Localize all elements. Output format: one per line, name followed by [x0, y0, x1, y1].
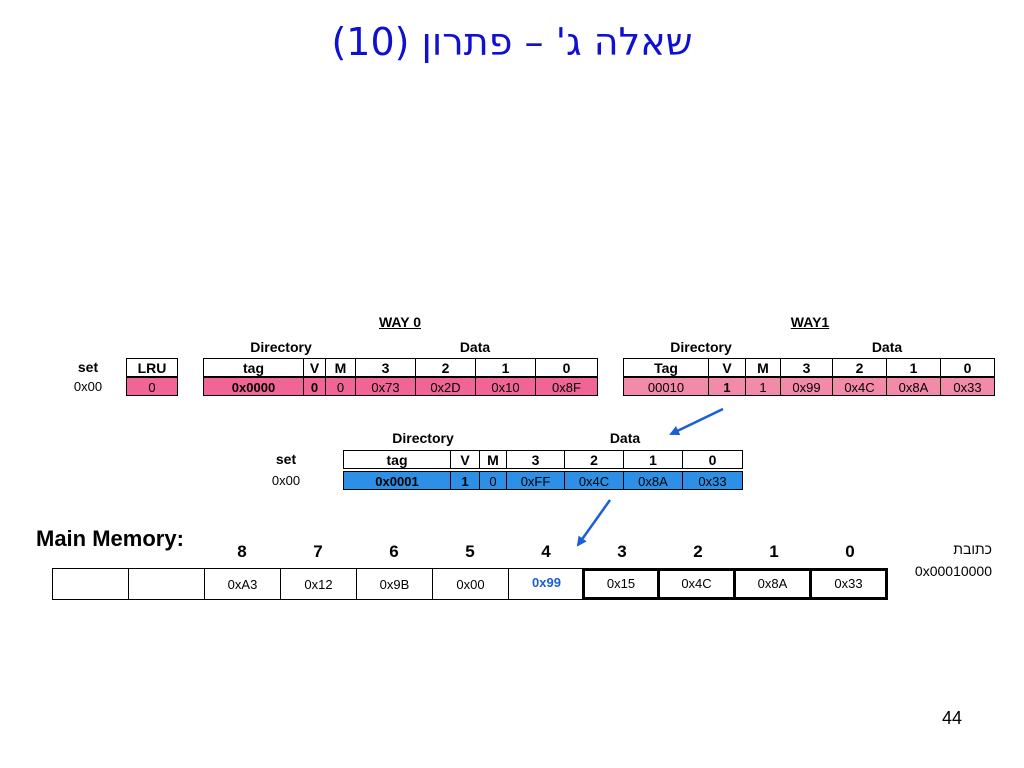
way0-label: WAY 0: [378, 314, 422, 330]
main-memory-label: Main Memory:: [36, 526, 184, 551]
way0-header-0: 0: [535, 358, 598, 377]
way1-valid: 1: [708, 377, 746, 396]
memory-header-8: 8: [237, 542, 247, 561]
memory-cell-6: 0x9B: [356, 568, 433, 600]
memory-header-4: 4: [541, 542, 551, 561]
way0-byte-1: 0x10: [475, 377, 536, 396]
lru-header: LRU: [126, 358, 178, 377]
newline-header-0: 0: [682, 450, 743, 469]
memory-cell-8: 0xA3: [204, 568, 281, 600]
way1-header-0: 0: [940, 358, 995, 377]
address-value: 0x00010000: [914, 563, 992, 579]
address-label: כתובת: [953, 541, 992, 557]
way1-byte-3: 0x99: [780, 377, 833, 396]
way0-tag: 0x0000: [203, 377, 304, 396]
memory-cell-2: 0x4C: [657, 568, 736, 600]
newline-byte-0: 0x33: [682, 471, 743, 490]
way1-directory-label: Directory: [670, 339, 732, 355]
newline-byte-1: 0x8A: [623, 471, 683, 490]
way1-byte-1: 0x8A: [886, 377, 941, 396]
memory-cell-empty-2: [128, 568, 205, 600]
way0-valid: 0: [303, 377, 326, 396]
way1-tag: 00010: [623, 377, 709, 396]
memory-cell-4: 0x99: [508, 568, 585, 600]
slide-title: שאלה ג' – פתרון (10): [331, 20, 693, 64]
way1-byte-0: 0x33: [940, 377, 995, 396]
newline-directory-label: Directory: [392, 430, 454, 446]
set-value: 0x00: [73, 379, 103, 394]
way0-byte-3: 0x73: [355, 377, 416, 396]
memory-header-1: 1: [769, 542, 779, 561]
memory-cell-5: 0x00: [432, 568, 509, 600]
memory-cell-empty-1: [52, 568, 129, 600]
newline-valid: 1: [450, 471, 480, 490]
set-header: set: [77, 359, 99, 375]
way0-byte-2: 0x2D: [415, 377, 476, 396]
newline-tag: 0x0001: [343, 471, 451, 490]
newline-set-header: set: [275, 451, 297, 467]
newline-byte-2: 0x4C: [564, 471, 624, 490]
lru-value: 0: [126, 377, 178, 396]
way1-label: WAY1: [790, 314, 830, 330]
newline-byte-3: 0xFF: [506, 471, 565, 490]
memory-cell-0: 0x33: [809, 568, 888, 600]
memory-cell-1: 0x8A: [733, 568, 812, 600]
memory-header-0: 0: [845, 542, 855, 561]
way0-directory-label: Directory: [250, 339, 312, 355]
way0-byte-0: 0x8F: [535, 377, 598, 396]
memory-cell-3: 0x15: [582, 568, 660, 600]
memory-header-7: 7: [313, 542, 323, 561]
memory-header-6: 6: [389, 542, 399, 561]
memory-cell-7: 0x12: [280, 568, 357, 600]
way1-data-label: Data: [871, 339, 903, 355]
page-number: 44: [941, 708, 962, 728]
way1-byte-2: 0x4C: [832, 377, 887, 396]
arrow-way1-to-newline: [669, 407, 724, 436]
memory-header-3: 3: [617, 542, 627, 561]
memory-header-5: 5: [465, 542, 475, 561]
memory-header-2: 2: [693, 542, 703, 561]
arrow-newline-to-memory: [576, 499, 612, 547]
way0-data-label: Data: [459, 339, 491, 355]
newline-data-label: Data: [609, 430, 641, 446]
newline-set-value: 0x00: [271, 473, 301, 488]
